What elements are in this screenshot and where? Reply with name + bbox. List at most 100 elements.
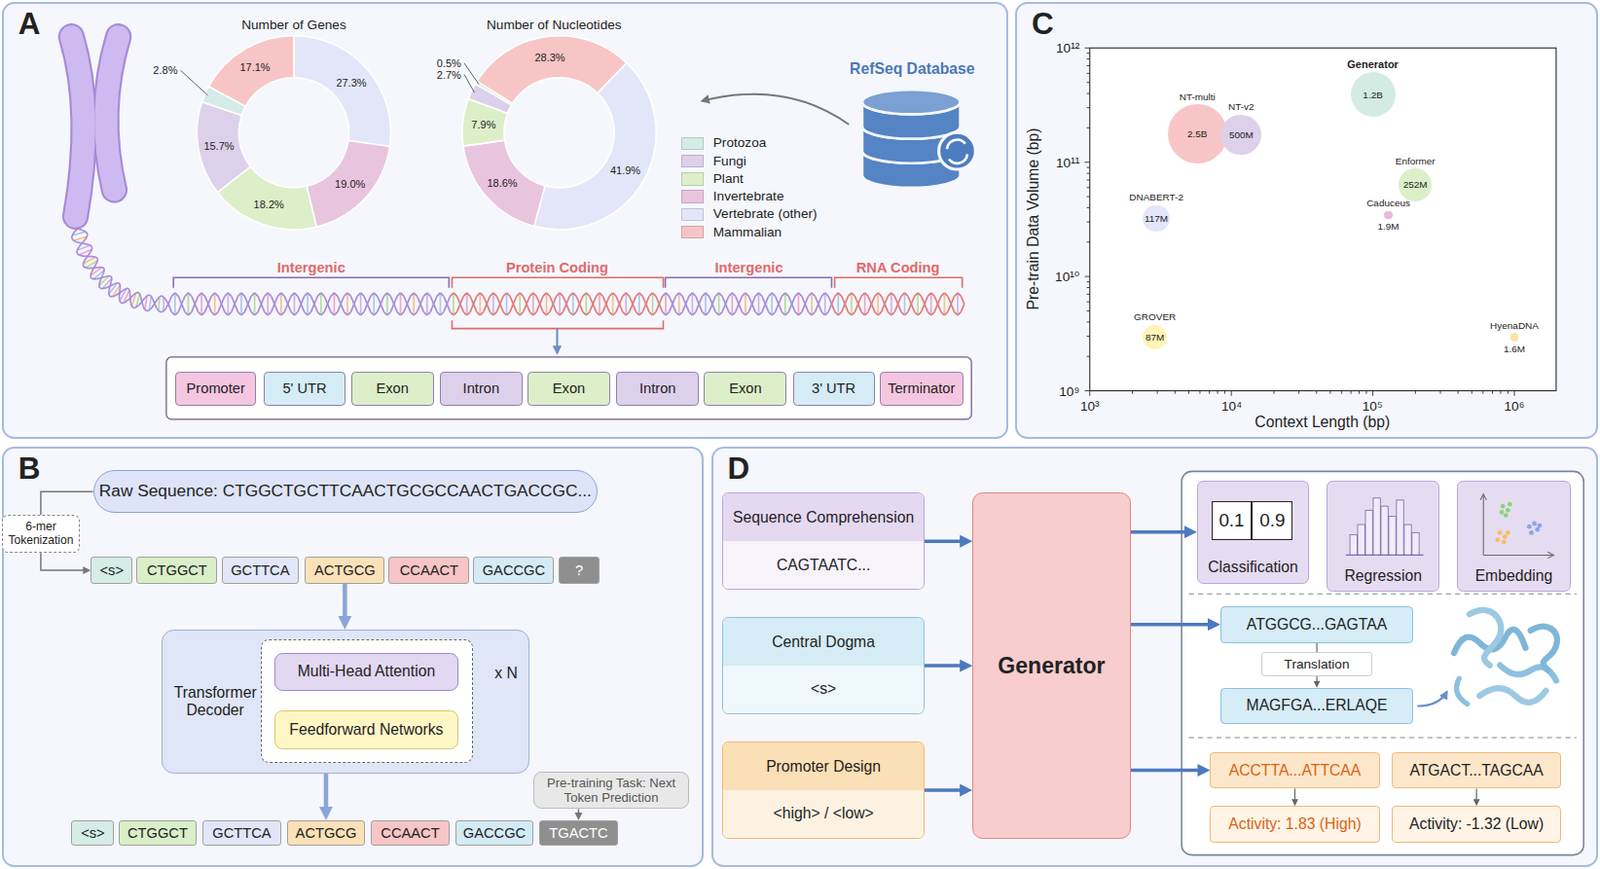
model-name: HyenaDNA bbox=[1490, 320, 1539, 331]
base-pair bbox=[704, 292, 707, 316]
box-text: Intron bbox=[463, 380, 500, 398]
dna-strand bbox=[632, 295, 636, 304]
token: ACTGCG bbox=[287, 820, 366, 846]
dna-strand bbox=[748, 295, 752, 304]
dna-strand bbox=[453, 312, 457, 316]
task-input-value: <high> / <low> bbox=[723, 790, 924, 838]
base-pair bbox=[572, 292, 575, 316]
base-pair bbox=[810, 292, 813, 316]
dna-strand bbox=[725, 303, 728, 312]
promoter-sequence: ATGACT...TAGCAA bbox=[1391, 752, 1562, 790]
dna-strand bbox=[128, 290, 131, 294]
dna-strand bbox=[84, 255, 88, 260]
activity-box: Activity: 1.83 (High) bbox=[1209, 805, 1380, 843]
dna-strand bbox=[300, 295, 304, 304]
dna-strand bbox=[148, 307, 152, 311]
embedding-point bbox=[1503, 512, 1509, 518]
dna-strand bbox=[274, 303, 278, 312]
dna-strand bbox=[290, 292, 294, 296]
base-pair bbox=[758, 292, 761, 316]
dna-strand bbox=[470, 295, 473, 304]
dna-strand bbox=[904, 292, 908, 296]
dna-strand bbox=[344, 312, 348, 316]
dna-strand bbox=[254, 312, 258, 316]
tick bbox=[1089, 391, 1091, 397]
dna-helix bbox=[168, 292, 965, 316]
dna-strand bbox=[78, 254, 83, 256]
parameter-count: 117M bbox=[1144, 213, 1168, 224]
repeat-label: x N bbox=[494, 664, 518, 682]
dna-strand bbox=[470, 303, 473, 312]
base-pair bbox=[718, 292, 721, 316]
dna-strand bbox=[795, 312, 799, 316]
percent-label: 2.7% bbox=[436, 68, 462, 80]
tick bbox=[1087, 356, 1091, 358]
dna-strand bbox=[947, 295, 951, 304]
embedding-point bbox=[1500, 504, 1506, 510]
model-bubble: NT-multi2.5B bbox=[1167, 104, 1228, 164]
donut-slice bbox=[306, 140, 390, 227]
model-bubble: GROVER87M bbox=[1142, 325, 1167, 350]
dna-strand bbox=[894, 295, 898, 304]
embedding-point bbox=[1497, 530, 1503, 536]
connector bbox=[342, 583, 348, 620]
dna-strand bbox=[486, 295, 490, 304]
dna-strand bbox=[227, 312, 231, 316]
dna-strand bbox=[281, 292, 285, 296]
dna-strand bbox=[311, 295, 315, 304]
box-text: Activity: -1.32 (Low) bbox=[1409, 815, 1544, 834]
box-text: 0.9 bbox=[1259, 509, 1285, 532]
dna-strand bbox=[669, 303, 673, 312]
dna-strand bbox=[417, 295, 421, 304]
dna-strand bbox=[76, 247, 79, 252]
percent-label: 15.7% bbox=[203, 140, 234, 152]
dna-strand bbox=[483, 303, 487, 312]
dna-strand bbox=[99, 278, 102, 283]
tick bbox=[1085, 161, 1091, 163]
dna-strand bbox=[519, 292, 523, 296]
dna-strand bbox=[705, 312, 709, 316]
tick bbox=[1087, 52, 1091, 54]
dna-strand bbox=[191, 295, 195, 304]
dna-strand bbox=[646, 303, 650, 312]
dna-strand bbox=[954, 312, 958, 316]
dna-strand bbox=[865, 312, 869, 316]
dna-strand bbox=[133, 292, 137, 295]
tick bbox=[1087, 167, 1091, 169]
dna-strand bbox=[712, 295, 716, 304]
box-text: Exon bbox=[552, 380, 585, 398]
dna-strand bbox=[526, 303, 530, 312]
token: ACTGCG bbox=[304, 556, 385, 583]
dna-strand bbox=[585, 312, 589, 316]
dna-strand bbox=[665, 292, 669, 296]
dna-strand bbox=[851, 312, 855, 316]
dna-strand bbox=[509, 303, 513, 312]
box-text: GCTTCA bbox=[230, 562, 290, 580]
dna-strand bbox=[719, 312, 723, 316]
dna-strand bbox=[689, 292, 692, 296]
dna-strand bbox=[434, 303, 437, 312]
panel-letter: C bbox=[1031, 6, 1055, 42]
probability-cell: 0.9 bbox=[1251, 501, 1293, 541]
percent-label: 28.3% bbox=[534, 51, 565, 64]
base-pair bbox=[412, 292, 415, 316]
dna-strand bbox=[722, 303, 726, 312]
tick bbox=[1131, 391, 1133, 395]
dna-strand bbox=[86, 233, 89, 237]
dna-strand bbox=[413, 312, 417, 316]
box-text: CTGGCT bbox=[146, 562, 208, 580]
step-box: Translation bbox=[1261, 652, 1373, 677]
dna-strand bbox=[582, 312, 586, 316]
dna-strand bbox=[370, 312, 374, 316]
dna-strand bbox=[453, 292, 457, 296]
tick-label: 10¹² bbox=[1055, 40, 1080, 56]
dna-strand bbox=[73, 240, 78, 243]
dna-strand bbox=[380, 303, 384, 312]
percent-label: 18.6% bbox=[486, 177, 517, 189]
dna-strand bbox=[103, 268, 106, 271]
dna-strand bbox=[111, 295, 115, 297]
dna-strand bbox=[118, 297, 121, 302]
dna-strand bbox=[792, 295, 796, 304]
embedding-point bbox=[1505, 508, 1511, 513]
dna-strand bbox=[145, 295, 148, 299]
